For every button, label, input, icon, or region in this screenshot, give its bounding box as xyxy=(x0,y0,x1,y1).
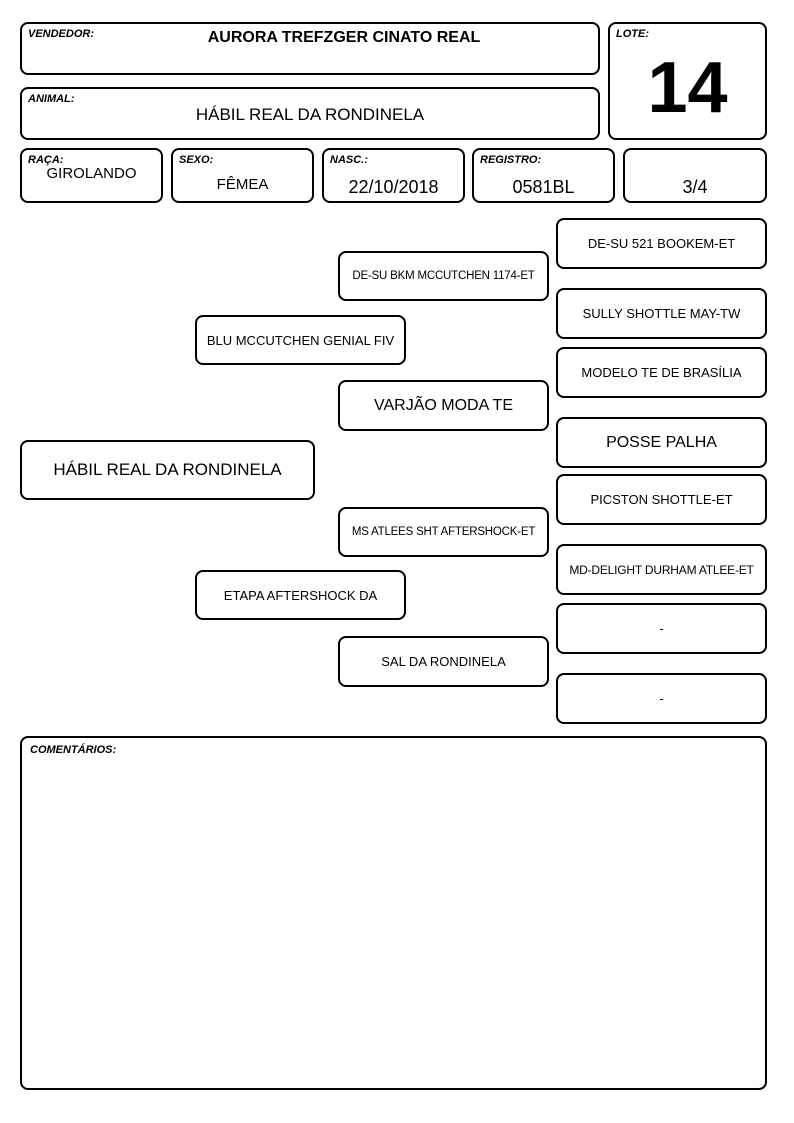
animal-value: HÁBIL REAL DA RONDINELA xyxy=(195,105,425,124)
registry-value: 0581BL xyxy=(512,177,575,197)
pedigree-dam-sire: MS ATLEES SHT AFTERSHOCK-ET xyxy=(338,507,549,557)
sex-label: SEXO: xyxy=(179,154,214,166)
seller-label: VENDEDOR: xyxy=(28,28,95,40)
sex-value: FÊMEA xyxy=(216,176,269,193)
seller-box: VENDEDOR: AURORA TREFZGER CINATO REAL xyxy=(20,22,600,75)
pedigree-ggp-7: - xyxy=(556,603,767,654)
breed-value: GIROLANDO xyxy=(46,165,137,182)
pedigree-ggp-1: DE-SU 521 BOOKEM-ET xyxy=(556,218,767,269)
comments-label: COMENTÁRIOS: xyxy=(30,744,117,756)
breed-label: RAÇA: xyxy=(28,154,64,166)
pedigree-dam-dam: SAL DA RONDINELA xyxy=(338,636,549,687)
animal-box: ANIMAL: HÁBIL REAL DA RONDINELA xyxy=(20,87,600,140)
pedigree-ggp-2: SULLY SHOTTLE MAY-TW xyxy=(556,288,767,339)
pedigree-ggp-3: MODELO TE DE BRASÍLIA xyxy=(556,347,767,398)
grade-box: 3/4 xyxy=(623,148,767,203)
grade-value: 3/4 xyxy=(682,177,708,197)
pedigree-ggp-8: - xyxy=(556,673,767,724)
birth-label: NASC.: xyxy=(330,154,368,166)
lot-number: 14 xyxy=(647,48,728,128)
pedigree-dam: ETAPA AFTERSHOCK DA xyxy=(195,570,406,620)
birth-box: NASC.: 22/10/2018 xyxy=(322,148,465,203)
pedigree-ggp-4: POSSE PALHA xyxy=(556,417,767,468)
registry-box: REGISTRO: 0581BL xyxy=(472,148,615,203)
registry-label: REGISTRO: xyxy=(480,154,542,166)
sex-box: SEXO: FÊMEA xyxy=(171,148,314,203)
birth-value: 22/10/2018 xyxy=(348,177,439,197)
pedigree-sire-dam: VARJÃO MODA TE xyxy=(338,380,549,431)
comments-box: COMENTÁRIOS: xyxy=(20,736,767,1090)
lot-label: LOTE: xyxy=(616,28,649,40)
pedigree-ggp-6: MD-DELIGHT DURHAM ATLEE-ET xyxy=(556,544,767,595)
pedigree-animal: HÁBIL REAL DA RONDINELA xyxy=(20,440,315,500)
animal-label: ANIMAL: xyxy=(28,93,75,105)
pedigree-sire: BLU MCCUTCHEN GENIAL FIV xyxy=(195,315,406,365)
pedigree-sire-sire: DE-SU BKM MCCUTCHEN 1174-ET xyxy=(338,251,549,301)
breed-box: RAÇA: GIROLANDO xyxy=(20,148,163,203)
lot-box: LOTE: 14 xyxy=(608,22,767,140)
seller-value: AURORA TREFZGER CINATO REAL xyxy=(207,29,481,46)
pedigree-ggp-5: PICSTON SHOTTLE-ET xyxy=(556,474,767,525)
